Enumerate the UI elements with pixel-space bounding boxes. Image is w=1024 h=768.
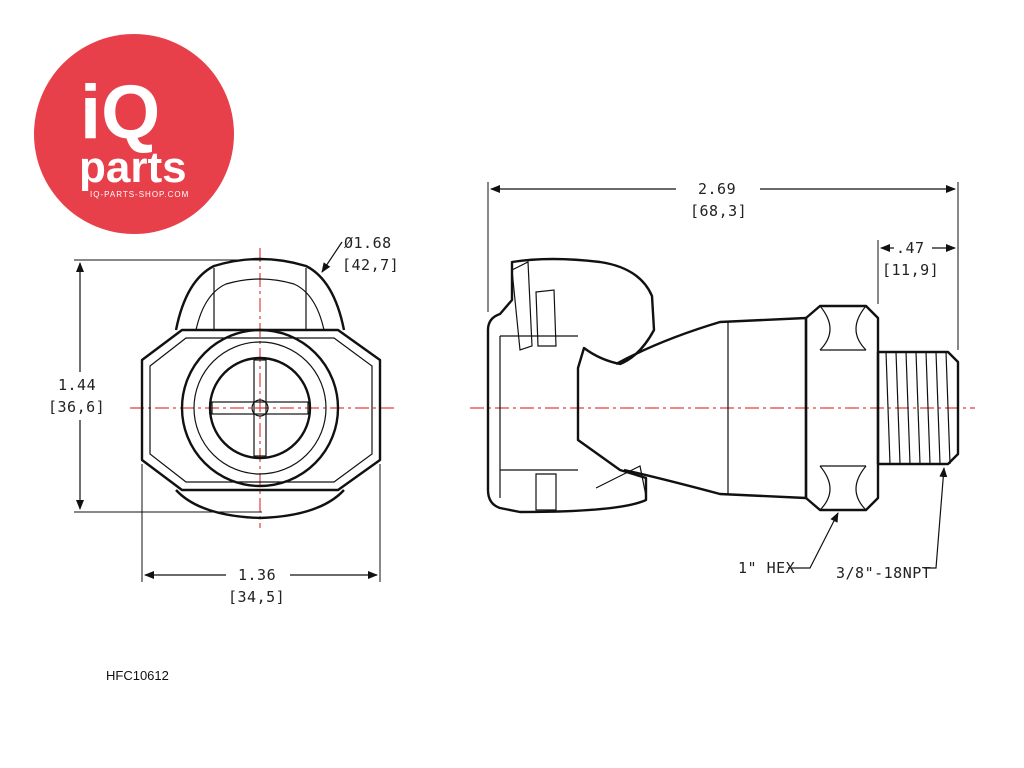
width-value-mm: [34,5] bbox=[228, 588, 285, 606]
thread-leader bbox=[924, 467, 948, 569]
side-view: 2.69 [68,3] .47 [11,9] 1" HEX 3/8"-18NPT bbox=[470, 180, 975, 582]
diameter-leader bbox=[321, 241, 343, 273]
side-label-wedge bbox=[595, 465, 647, 497]
front-mid-ring bbox=[193, 341, 327, 475]
width-value-in: 1.36 bbox=[238, 566, 276, 584]
logo-url-text: IQ-PARTS-SHOP.COM bbox=[90, 190, 189, 199]
front-valve-cross-horizontal bbox=[211, 401, 309, 415]
front-outer-ring bbox=[180, 328, 340, 488]
logo-iq-text: iQ bbox=[80, 70, 160, 155]
front-latch-inner bbox=[195, 278, 325, 331]
logo-parts-text: parts bbox=[79, 143, 187, 192]
side-hex-chamfers bbox=[819, 305, 867, 511]
front-inner-ring bbox=[208, 356, 312, 460]
logo-circle bbox=[34, 34, 234, 234]
height-value-mm: [36,6] bbox=[48, 398, 105, 416]
length-value-in: 2.69 bbox=[698, 180, 736, 198]
front-hex-body bbox=[140, 328, 382, 492]
front-view: Ø1.68 [42,7] 1.44 [36,6] 1.36 [34,5] bbox=[48, 234, 399, 606]
iq-parts-logo: iQ parts IQ-PARTS-SHOP.COM bbox=[34, 34, 234, 234]
front-bottom-skirt bbox=[175, 489, 345, 520]
side-latch-window bbox=[535, 289, 557, 347]
height-value-in: 1.44 bbox=[58, 376, 96, 394]
front-latch bbox=[174, 257, 346, 331]
side-hex-nut bbox=[804, 304, 880, 512]
side-npt-thread bbox=[876, 350, 960, 466]
side-latch-tab bbox=[511, 261, 533, 351]
diameter-value-in: Ø1.68 bbox=[344, 234, 392, 252]
front-hex-inner bbox=[149, 337, 373, 483]
side-coupling-head bbox=[486, 257, 656, 514]
thread-len-value-in: .47 bbox=[896, 239, 925, 257]
side-thread-lines bbox=[885, 351, 951, 465]
length-value-mm: [68,3] bbox=[690, 202, 747, 220]
hex-label: 1" HEX bbox=[738, 559, 795, 577]
front-valve-center bbox=[251, 399, 269, 417]
diameter-value-mm: [42,7] bbox=[342, 256, 399, 274]
thread-len-value-mm: [11,9] bbox=[882, 261, 939, 279]
front-valve-cross-vertical bbox=[253, 359, 267, 457]
part-number: HFC10612 bbox=[106, 668, 169, 683]
thread-label: 3/8"-18NPT bbox=[836, 564, 931, 582]
hex-leader bbox=[788, 512, 839, 569]
side-latch-foot bbox=[535, 473, 557, 511]
